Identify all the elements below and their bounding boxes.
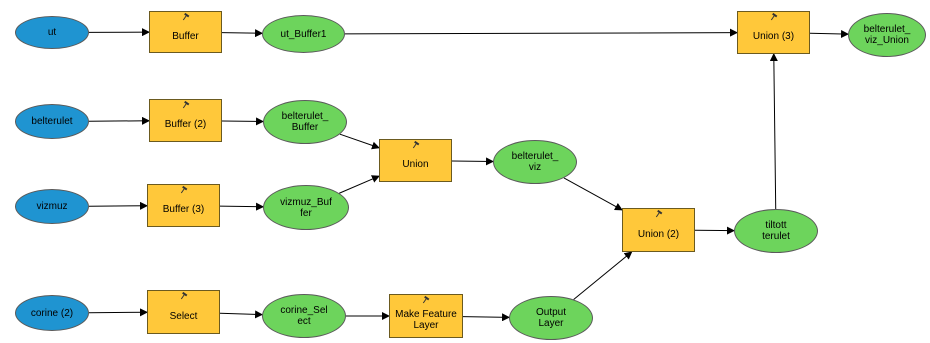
tool-buffer-2[interactable]: Buffer (2) bbox=[149, 99, 222, 142]
tool-label: Union (2) bbox=[637, 228, 680, 240]
hammer-icon bbox=[655, 209, 662, 218]
tool-select[interactable]: Select bbox=[147, 290, 220, 334]
tool-label: Select bbox=[169, 310, 198, 322]
derived-data-tiltott-terulet[interactable]: tiltott terulet bbox=[734, 209, 818, 253]
connector-select-to-corine_select bbox=[219, 310, 264, 319]
derived-data-belterulet-viz[interactable]: belterulet_ viz bbox=[493, 140, 577, 184]
input-data-corine-2[interactable]: corine (2) bbox=[15, 295, 89, 331]
connector-belterulet_buffer-to-union1 bbox=[339, 133, 380, 150]
tool-label: Union bbox=[402, 159, 429, 170]
input-data-vizmuz[interactable]: vizmuz bbox=[15, 189, 89, 224]
connector-vizmuz_buffer-to-union1 bbox=[339, 175, 380, 194]
hammer-icon bbox=[412, 140, 419, 149]
connector-union1-to-belterulet_viz bbox=[451, 157, 495, 166]
tool-union[interactable]: Union bbox=[379, 139, 452, 182]
tool-label: Buffer (3) bbox=[162, 204, 205, 215]
tool-buffer-3[interactable]: Buffer (3) bbox=[147, 184, 220, 227]
tool-label: Make Feature Layer bbox=[395, 309, 457, 331]
derived-data-ut-buffer1[interactable]: ut_Buffer1 bbox=[262, 15, 345, 53]
hammer-icon bbox=[182, 12, 189, 21]
derived-data-belterulet-buffer[interactable]: belterulet_ Buffer bbox=[263, 100, 347, 144]
hammer-icon bbox=[180, 185, 187, 194]
connector-buffer3-to-vizmuz_buffer bbox=[219, 202, 265, 211]
connector-buffer1-to-ut_buffer1 bbox=[221, 29, 264, 38]
connector-output_layer-to-union2 bbox=[573, 251, 633, 300]
tool-make-feature-layer[interactable]: Make Feature Layer bbox=[389, 294, 463, 338]
connector-union3-to-belterulet_viz_union bbox=[809, 29, 850, 38]
tool-union-2[interactable]: Union (2) bbox=[622, 208, 695, 252]
connector-belterulet_viz-to-union2 bbox=[563, 177, 623, 211]
tool-buffer[interactable]: Buffer bbox=[149, 11, 222, 53]
tool-union-3[interactable]: Union (3) bbox=[737, 11, 810, 54]
tool-label: Union (3) bbox=[752, 31, 795, 42]
connector-ut_buffer1-to-union3 bbox=[344, 28, 738, 37]
hammer-icon bbox=[180, 291, 187, 300]
hammer-icon bbox=[422, 295, 430, 304]
tool-label: Buffer (2) bbox=[164, 119, 207, 130]
hammer-icon bbox=[770, 12, 777, 21]
derived-data-vizmuz-buffer[interactable]: vizmuz_Buf fer bbox=[263, 185, 349, 230]
derived-data-corine-select[interactable]: corine_Sel ect bbox=[262, 294, 346, 338]
derived-data-output-layer[interactable]: Output Layer bbox=[509, 296, 593, 340]
input-data-belterulet[interactable]: belterulet bbox=[15, 104, 89, 139]
connector-make_feature_layer-to-output_layer bbox=[462, 313, 511, 322]
tool-label: Buffer bbox=[172, 30, 199, 42]
connector-buffer2-to-belterulet_buffer bbox=[221, 117, 265, 126]
derived-data-belterulet-viz-union[interactable]: belterulet_ viz_Union bbox=[848, 13, 926, 57]
hammer-icon bbox=[182, 100, 189, 109]
input-data-ut[interactable]: ut bbox=[15, 16, 89, 49]
connector-tiltott_terulet-to-union3 bbox=[769, 53, 778, 210]
